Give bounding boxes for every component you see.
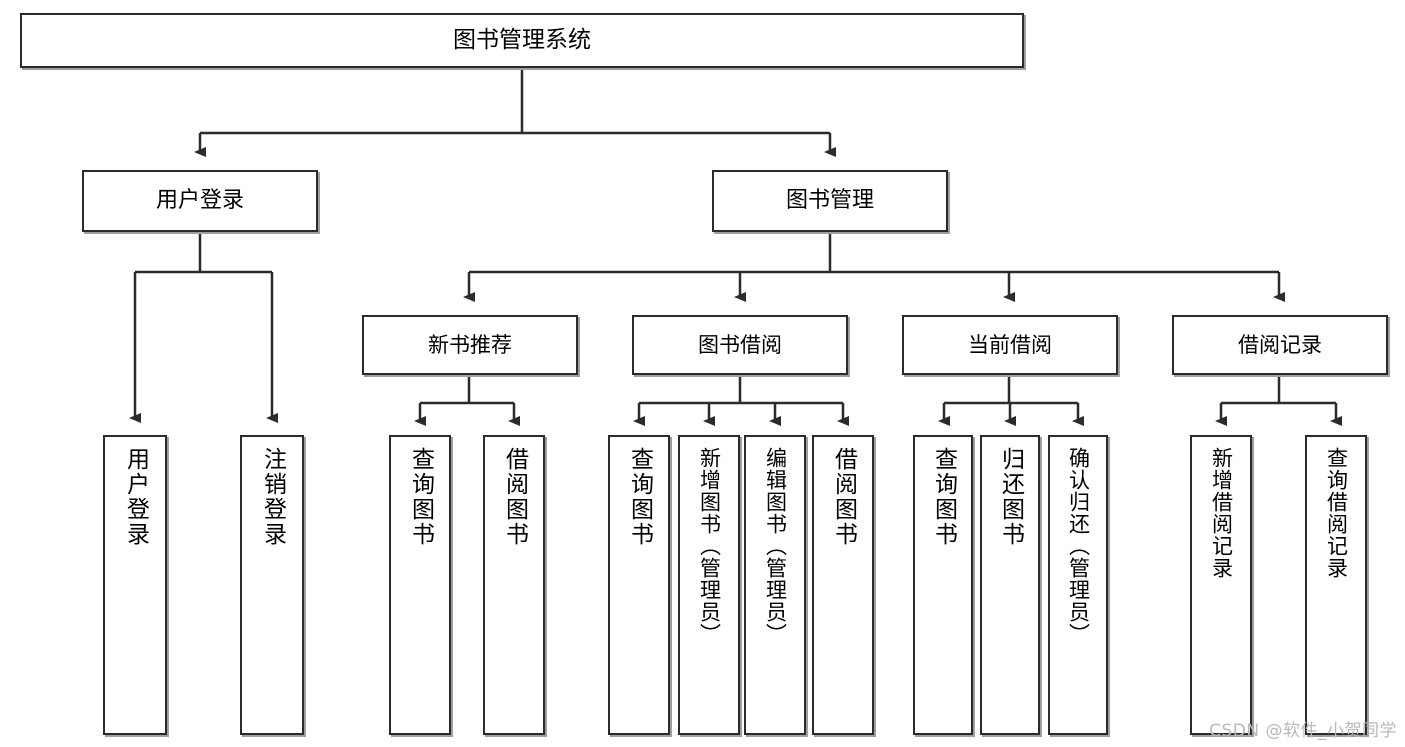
- leaf-book-borrow-add[interactable]: 新增图书（管理员）: [678, 435, 740, 735]
- leaf-new-book-borrow[interactable]: 借阅图书: [483, 435, 545, 735]
- leaf-user-login-logout[interactable]: 注销登录: [240, 435, 304, 735]
- leaf-book-borrow-query[interactable]: 查询图书: [608, 435, 670, 735]
- leaf-user-login-login[interactable]: 用户登录: [103, 435, 167, 735]
- leaf-current-borrow-query[interactable]: 查询图书: [913, 435, 973, 735]
- node-label: 编辑图书（管理员）: [763, 447, 788, 645]
- leaf-borrow-record-add[interactable]: 新增借阅记录: [1190, 435, 1252, 735]
- node-label: 确认归还（管理员）: [1066, 447, 1091, 645]
- leaf-current-borrow-return[interactable]: 归还图书: [980, 435, 1040, 735]
- node-user-login[interactable]: 用户登录: [82, 170, 318, 232]
- node-label: 借阅图书: [501, 447, 528, 547]
- leaf-borrow-record-query[interactable]: 查询借阅记录: [1305, 435, 1367, 735]
- leaf-book-borrow-borrow[interactable]: 借阅图书: [812, 435, 874, 735]
- node-book-management[interactable]: 图书管理: [712, 170, 948, 232]
- node-book-borrow[interactable]: 图书借阅: [632, 315, 848, 375]
- leaf-current-borrow-confirm-return[interactable]: 确认归还（管理员）: [1048, 435, 1108, 735]
- node-label: 借阅记录: [1238, 332, 1322, 357]
- node-label: 查询借阅记录: [1324, 447, 1349, 579]
- leaf-book-borrow-edit[interactable]: 编辑图书（管理员）: [744, 435, 806, 735]
- node-label: 图书管理系统: [453, 27, 591, 54]
- watermark-text: CSDN @软件_小贺同学: [1209, 721, 1397, 741]
- node-label: 用户登录: [155, 188, 244, 214]
- node-current-borrow[interactable]: 当前借阅: [902, 315, 1118, 375]
- node-root-book-management-system[interactable]: 图书管理系统: [20, 13, 1024, 68]
- node-label: 当前借阅: [968, 332, 1052, 357]
- node-label: 归还图书: [997, 447, 1024, 547]
- node-borrow-record[interactable]: 借阅记录: [1172, 315, 1388, 375]
- node-label: 新书推荐: [428, 332, 512, 357]
- node-label: 用户登录: [122, 447, 149, 547]
- node-label: 新增借阅记录: [1209, 447, 1234, 579]
- node-new-book-recommend[interactable]: 新书推荐: [362, 315, 578, 375]
- node-label: 查询图书: [407, 447, 434, 547]
- leaf-new-book-query[interactable]: 查询图书: [389, 435, 451, 735]
- node-label: 新增图书（管理员）: [697, 447, 722, 645]
- node-label: 图书管理: [785, 188, 874, 214]
- node-label: 查询图书: [626, 447, 653, 547]
- node-label: 图书借阅: [698, 332, 782, 357]
- node-label: 查询图书: [930, 447, 957, 547]
- node-label: 注销登录: [259, 447, 286, 547]
- node-label: 借阅图书: [830, 447, 857, 547]
